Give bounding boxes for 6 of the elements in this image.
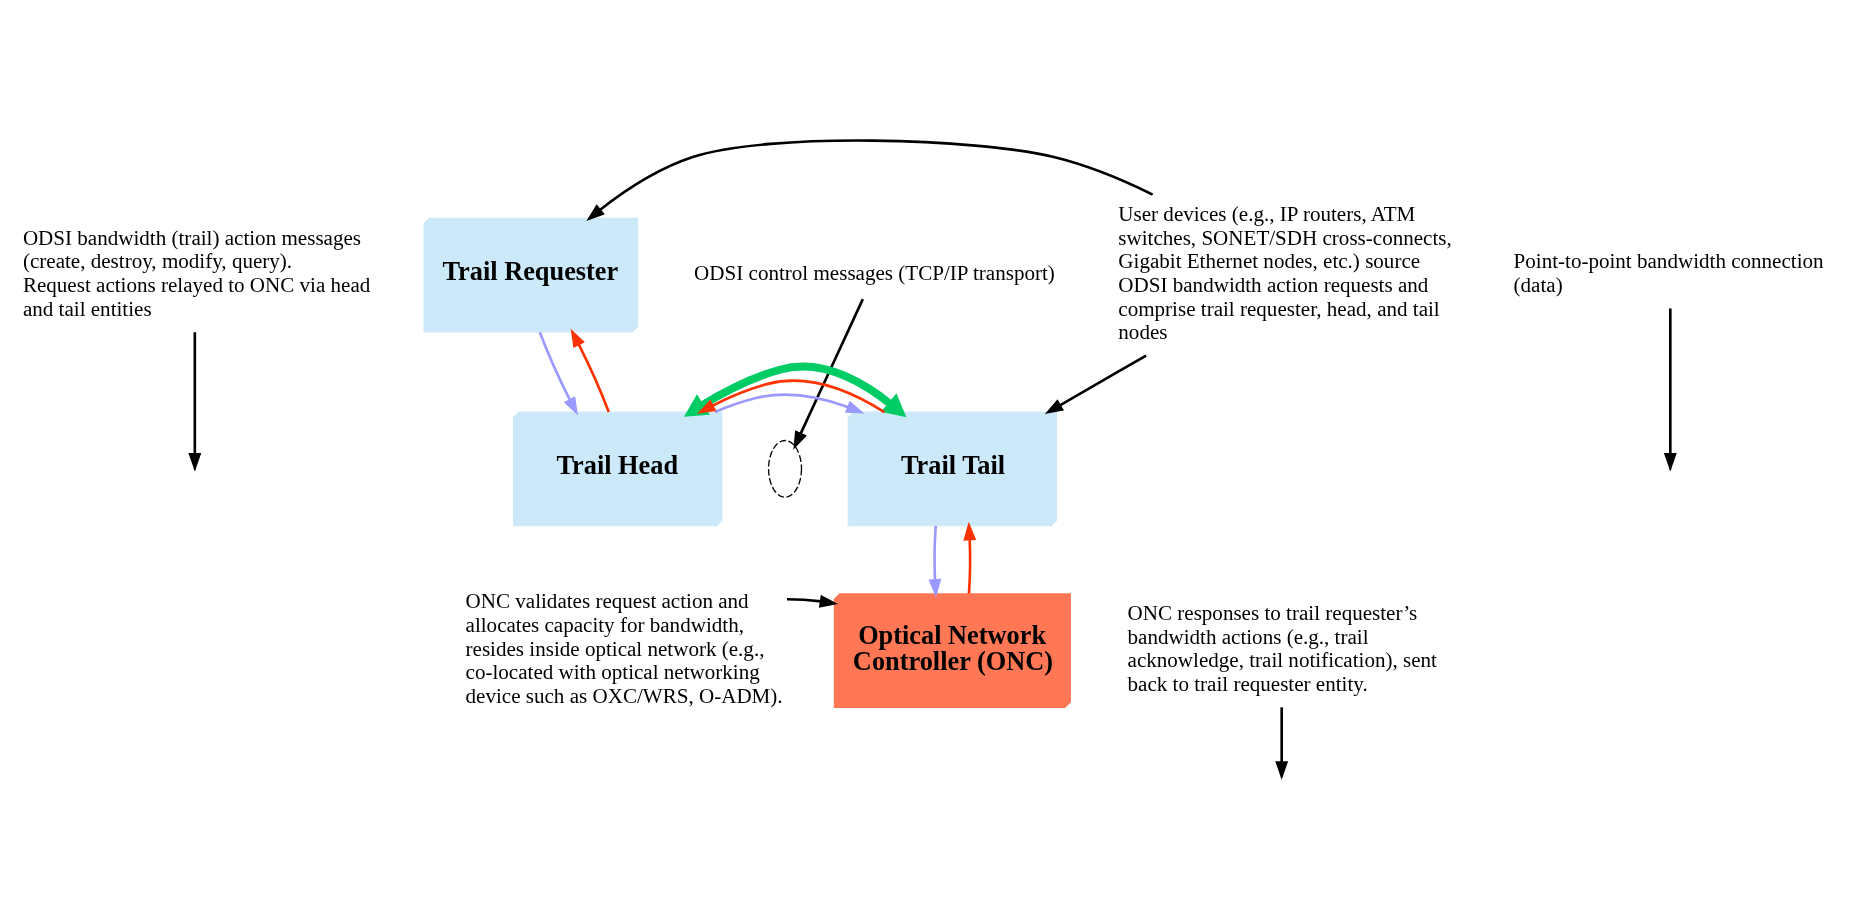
node-text: ONC validates request action and allocates capacity for bandwidth, resides inside optical network (e.g., co-located with optical networking device such as OXC/WRS, O-ADM). [465,588,783,708]
node-text: User devices (e.g., IP routers, ATM switches, SONET/SDH cross-connects, Gigabit Ethernet nodes, etc.) source ODSI bandwidth action requests and comprise trail requester, head, and tail nodes [1118,201,1452,344]
node-text: ONC responses to trail requester’s bandwidth actions (e.g., trail acknowledge, trail notification), sent back to trail requester entity. [1127,600,1437,696]
node-text: Point-to-point bandwidth connection (data) [1513,248,1824,297]
node-text: ODSI control messages (TCP/IP transport) [694,260,1055,285]
node-text: ODSI bandwidth (trail) action messages (create, destroy, modify, query). Request actions relayed to ONC via head and tail entities [22,225,371,321]
